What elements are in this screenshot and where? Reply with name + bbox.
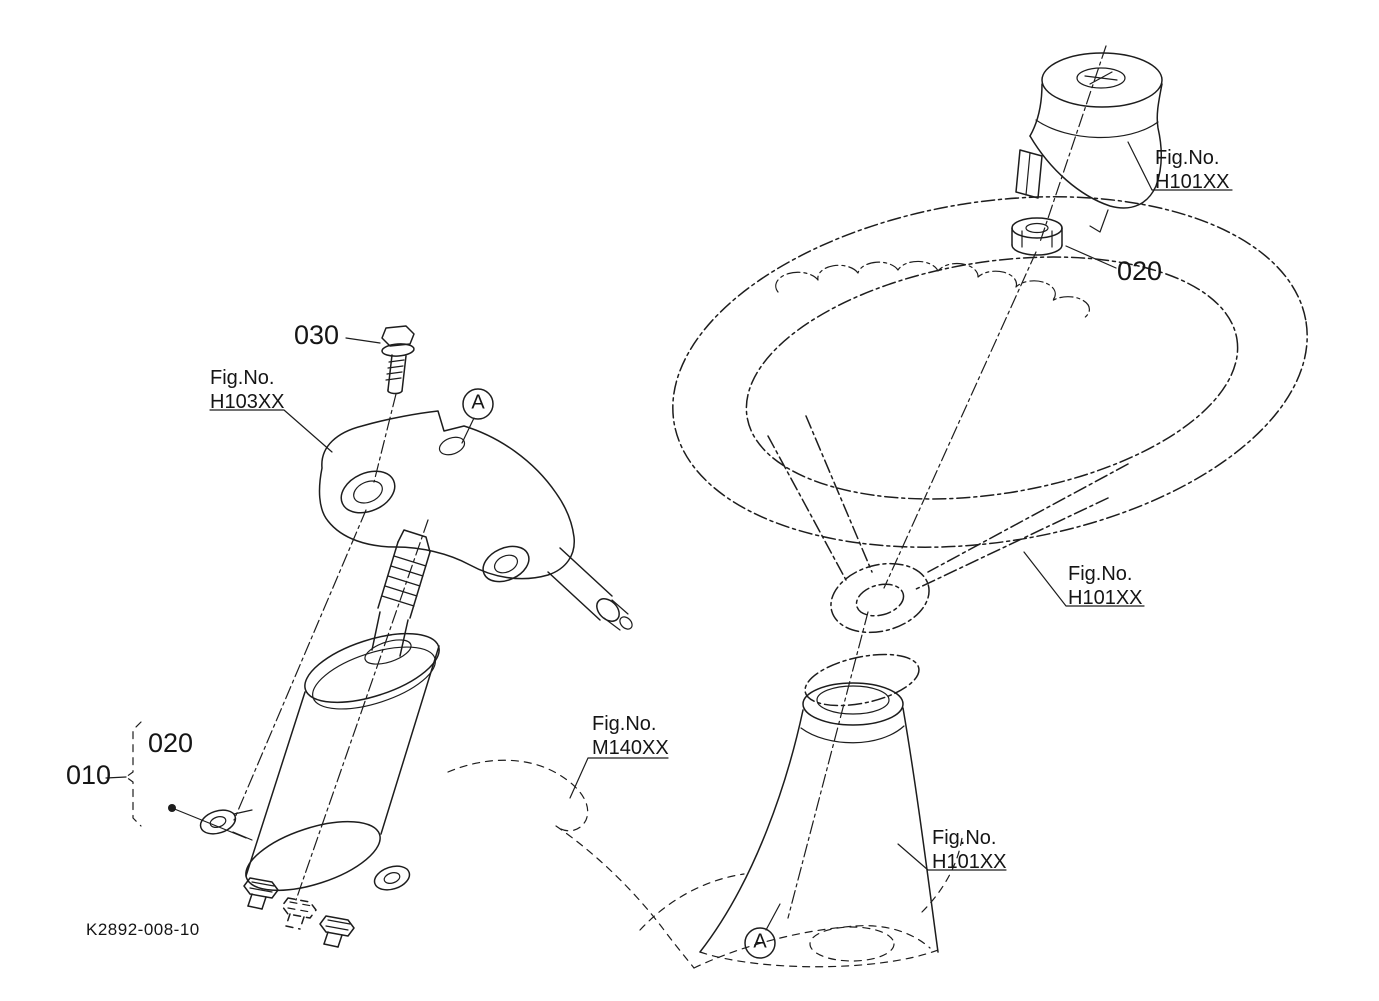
dash-panel-outline <box>447 759 963 969</box>
fig-ref-prefix: Fig.No. <box>1155 147 1220 169</box>
fig-ref-wheel: Fig.No. H101XX <box>1068 562 1143 610</box>
fig-ref-prefix: Fig.No. <box>932 827 997 849</box>
port-plug <box>243 877 279 910</box>
section-marker-a-top: A <box>471 391 485 414</box>
drawing-number: K2892-008-10 <box>86 920 200 939</box>
fig-ref-bracket: Fig.No. H103XX <box>210 366 285 414</box>
steering-valve-assembly <box>199 529 440 948</box>
fig-ref-code: M140XX <box>592 737 669 759</box>
callout-030: 030 <box>294 320 340 350</box>
fig-ref-panel: Fig.No. M140XX <box>592 712 669 760</box>
horn-cap <box>1015 52 1163 233</box>
fig-ref-cap: Fig.No. H101XX <box>1155 146 1230 194</box>
section-a-circle-top <box>462 388 494 420</box>
steering-column-shroud <box>699 682 939 968</box>
callout-010: 010 <box>66 760 112 790</box>
port-plug <box>319 915 355 948</box>
fig-ref-code: H103XX <box>210 391 285 413</box>
fig-ref-code: H101XX <box>932 851 1007 873</box>
flange-bolt <box>381 325 415 395</box>
section-marker-a-bottom: A <box>753 930 767 953</box>
centerlines <box>233 45 1107 919</box>
section-marker-circles <box>462 388 776 959</box>
fig-ref-prefix: Fig.No. <box>592 713 657 735</box>
callout-020-right: 020 <box>1117 256 1163 286</box>
leader-lines <box>105 141 1233 931</box>
steering-wheel-nut <box>1011 217 1063 256</box>
mounting-bracket <box>318 410 633 631</box>
fig-ref-column: Fig.No. H101XX <box>932 826 1007 874</box>
steering-wheel <box>672 196 1308 707</box>
fig-ref-prefix: Fig.No. <box>210 367 275 389</box>
fig-ref-code: H101XX <box>1068 587 1143 609</box>
fig-ref-prefix: Fig.No. <box>1068 563 1133 585</box>
callout-020-left: 020 <box>148 728 194 758</box>
port-plug <box>281 897 317 930</box>
section-a-circle-bottom <box>744 927 776 959</box>
fig-ref-code: H101XX <box>1155 171 1230 193</box>
